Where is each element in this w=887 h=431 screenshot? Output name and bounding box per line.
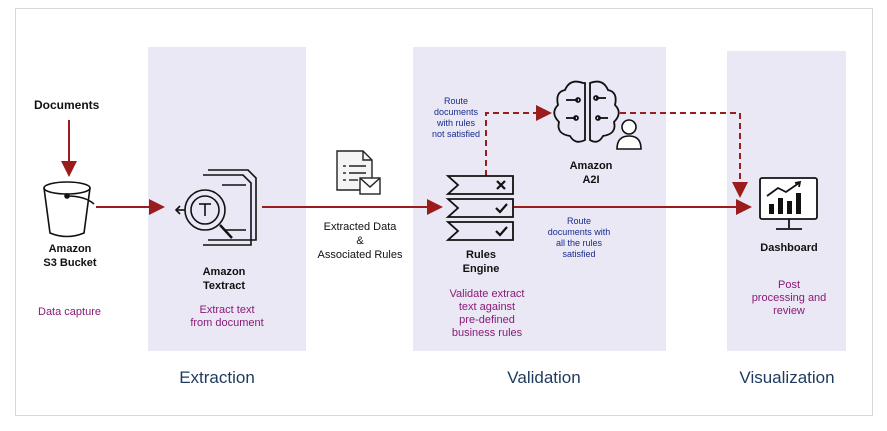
rules-to-a2i-dashed-arrow: [485, 105, 552, 176]
a2i-label: Amazon A2I: [556, 159, 626, 187]
user-icon: [616, 119, 642, 150]
a2i-to-dashboard-dashed-arrow: [620, 112, 748, 198]
dashboard-monitor-icon: [759, 177, 818, 230]
dashboard-caption-line3: review: [773, 305, 805, 317]
rules-engine-label: Rules Engine: [448, 248, 514, 276]
extracted-data-line1: Extracted Data: [323, 221, 397, 233]
section-validation: Validation: [507, 368, 581, 387]
documents-label: Documents: [34, 98, 100, 112]
dashboard-label: Dashboard: [760, 242, 818, 254]
section-extraction: Extraction: [179, 368, 255, 387]
route-unsatisfied-line2: documents: [433, 107, 479, 117]
extracted-data-line3: Associated Rules: [317, 249, 403, 261]
extracted-data-label: Extracted Data & Associated Rules: [310, 220, 410, 262]
document-form-icon: [336, 150, 381, 195]
textract-label-line2: Textract: [203, 280, 245, 292]
textract-caption: Extract text from document: [182, 304, 272, 330]
dashboard-caption-line2: processing and: [751, 292, 827, 304]
rules-engine-caption-line1: Validate extract: [449, 288, 525, 300]
a2i-label-line2: A2I: [582, 174, 600, 186]
textract-label-line1: Amazon: [202, 266, 246, 278]
textract-icon: [174, 169, 257, 246]
s3-caption: Data capture: [38, 306, 101, 318]
section-visualization: Visualization: [739, 368, 835, 387]
extraction-panel: [148, 47, 306, 351]
brain-icon: [553, 80, 620, 143]
route-satisfied-line3: all the rules: [555, 238, 603, 248]
textract-label: Amazon Textract: [190, 265, 258, 293]
dashboard-caption: Post processing and review: [740, 279, 838, 318]
route-satisfied-line4: satisfied: [562, 249, 596, 259]
dashboard-caption-line1: Post: [777, 279, 800, 291]
rules-engine-line2: Engine: [462, 263, 500, 275]
route-unsatisfied-line1: Route: [443, 96, 469, 106]
route-satisfied-label: Route documents with all the rules satis…: [536, 216, 622, 260]
s3-label-line1: Amazon: [48, 243, 92, 255]
bucket-icon: [43, 181, 95, 238]
route-satisfied-line2: documents with: [547, 227, 611, 237]
textract-caption-line1: Extract text: [199, 304, 255, 316]
route-unsatisfied-label: Route documents with rules not satisfied: [426, 96, 486, 140]
diagram-frame: [15, 8, 873, 416]
rules-engine-icon: [445, 175, 514, 241]
rules-engine-caption: Validate extract text against pre-define…: [436, 288, 538, 340]
rules-engine-caption-line3: pre-defined: [459, 314, 515, 326]
route-unsatisfied-line3: with rules: [436, 118, 475, 128]
s3-label-line2: S3 Bucket: [43, 257, 97, 269]
route-satisfied-line1: Route: [566, 216, 592, 226]
extracted-data-line2: &: [356, 235, 364, 247]
rules-engine-caption-line4: business rules: [451, 327, 523, 339]
s3-label: Amazon S3 Bucket: [34, 242, 106, 270]
rules-engine-caption-line2: text against: [458, 301, 516, 313]
textract-caption-line2: from document: [190, 317, 264, 329]
rules-engine-line1: Rules: [466, 249, 496, 261]
route-unsatisfied-line4: not satisfied: [431, 129, 481, 139]
a2i-label-line1: Amazon: [569, 160, 613, 172]
